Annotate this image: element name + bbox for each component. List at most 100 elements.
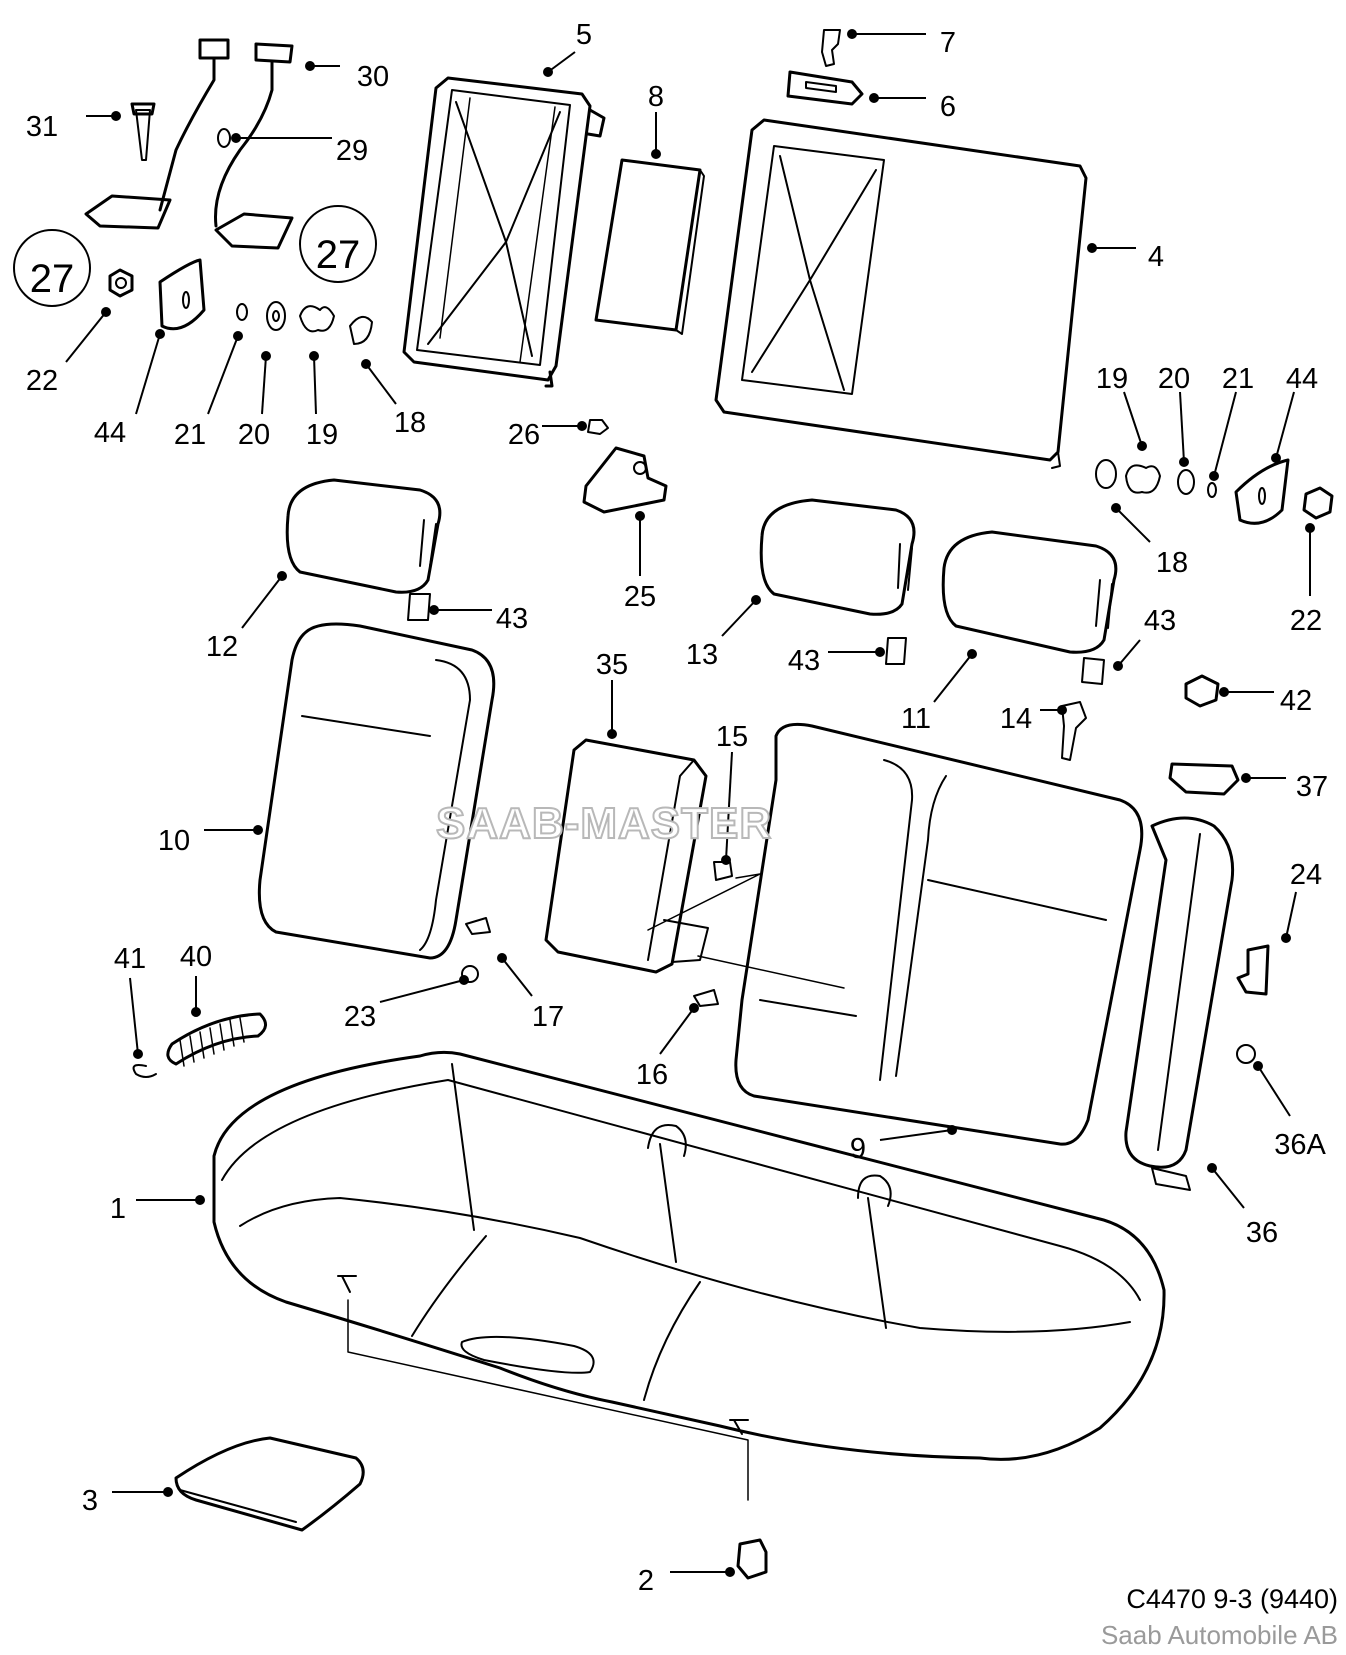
leader-dot [361, 359, 371, 369]
leader-dot [101, 307, 111, 317]
leader-dot [305, 61, 315, 71]
leader-line [1275, 391, 1295, 459]
side-bolster [1124, 816, 1235, 1191]
leader-line [1123, 391, 1143, 447]
leader-line [1115, 507, 1151, 543]
leader-dot [459, 975, 469, 985]
leader-dot [191, 1007, 201, 1017]
part-label: 36 [1246, 1217, 1278, 1249]
leader-dot [725, 1567, 735, 1577]
center-armrest [544, 738, 709, 974]
plug-2 [736, 1538, 768, 1580]
part-label: 12 [206, 631, 238, 663]
leader-dot [261, 351, 271, 361]
leader-dot [721, 855, 731, 865]
center-hinge-bracket [582, 419, 668, 514]
leader-dot [947, 1125, 957, 1135]
part-label: 37 [1296, 771, 1328, 803]
leader-dot [577, 421, 587, 431]
leader-dot [1137, 441, 1147, 451]
leader-line [313, 355, 317, 415]
leader-dot [163, 1487, 173, 1497]
leader-dot [111, 111, 121, 121]
leader-line [933, 653, 973, 703]
leader-dot [875, 647, 885, 657]
part-label: 2 [638, 1565, 654, 1597]
latch-bracket [786, 29, 864, 106]
part-label: 35 [596, 649, 628, 681]
leader-lines [65, 29, 1315, 1577]
part-label: 21 [174, 419, 206, 451]
part-label: 42 [1280, 685, 1312, 717]
leader-dot [967, 649, 977, 659]
leader-dot [1209, 471, 1219, 481]
spring-40 [166, 1012, 267, 1067]
leader-dot [1241, 773, 1251, 783]
part-label: 22 [26, 365, 58, 397]
leader-line [1117, 639, 1141, 667]
watermark: SAAB-MASTER [436, 799, 772, 848]
part-label: 40 [180, 941, 212, 973]
part-label: 24 [1290, 859, 1322, 891]
part-label: 14 [1000, 703, 1032, 735]
leader-dot [309, 351, 319, 361]
leader-dot [1271, 453, 1281, 463]
part-label: 30 [357, 61, 389, 93]
part-label: 27 [316, 233, 361, 277]
leader-line [547, 51, 576, 73]
leader-line [241, 575, 283, 629]
part-label: 44 [1286, 363, 1318, 395]
leader-dot [1219, 687, 1229, 697]
insulation-pad [594, 158, 705, 335]
leader-dot [233, 331, 243, 341]
clip-41 [132, 1064, 157, 1078]
screw-15 [713, 861, 733, 881]
part-label: 25 [624, 581, 656, 613]
seat-cushion [212, 1050, 1166, 1501]
headrest-center [759, 498, 916, 665]
part-label: 8 [648, 81, 664, 113]
part-label: 22 [1290, 605, 1322, 637]
part-label: 1 [110, 1193, 126, 1225]
part-label: 20 [1158, 363, 1190, 395]
part-label: 13 [686, 639, 718, 671]
leader-line [65, 311, 107, 363]
leader-line [129, 977, 139, 1055]
leader-dot [543, 67, 553, 77]
bracket-24 [1236, 944, 1270, 996]
leader-dot [497, 953, 507, 963]
pad-3 [174, 1436, 365, 1532]
part-label: 36A [1274, 1129, 1326, 1161]
part-label: 5 [576, 19, 592, 51]
nut-42 [1184, 674, 1220, 708]
part-label: 29 [336, 135, 368, 167]
leader-line [879, 1129, 953, 1141]
leader-dot [1305, 523, 1315, 533]
bushing-23 [461, 965, 479, 983]
leader-dot [1111, 503, 1121, 513]
leader-dot [133, 1049, 143, 1059]
leader-line [501, 957, 533, 997]
backrest-frame-left [402, 76, 606, 388]
part-label: 9 [850, 1133, 866, 1165]
backrest-frame-right [714, 118, 1088, 469]
grommet-36a [1236, 1044, 1256, 1064]
part-label: 23 [344, 1001, 376, 1033]
part-label: 11 [901, 703, 931, 735]
part-drawings [13, 29, 1334, 1580]
leader-dot [231, 133, 241, 143]
clip-17 [465, 917, 491, 935]
leader-dot [1113, 661, 1123, 671]
leader-line [379, 979, 465, 1003]
part-label: 31 [26, 111, 58, 143]
leader-dot [635, 511, 645, 521]
part-label: 44 [94, 417, 126, 449]
part-label: 3 [82, 1485, 98, 1517]
part-label: 15 [716, 721, 748, 753]
headrest-right [941, 530, 1118, 685]
part-label: 19 [306, 419, 338, 451]
part-label: 43 [788, 645, 820, 677]
